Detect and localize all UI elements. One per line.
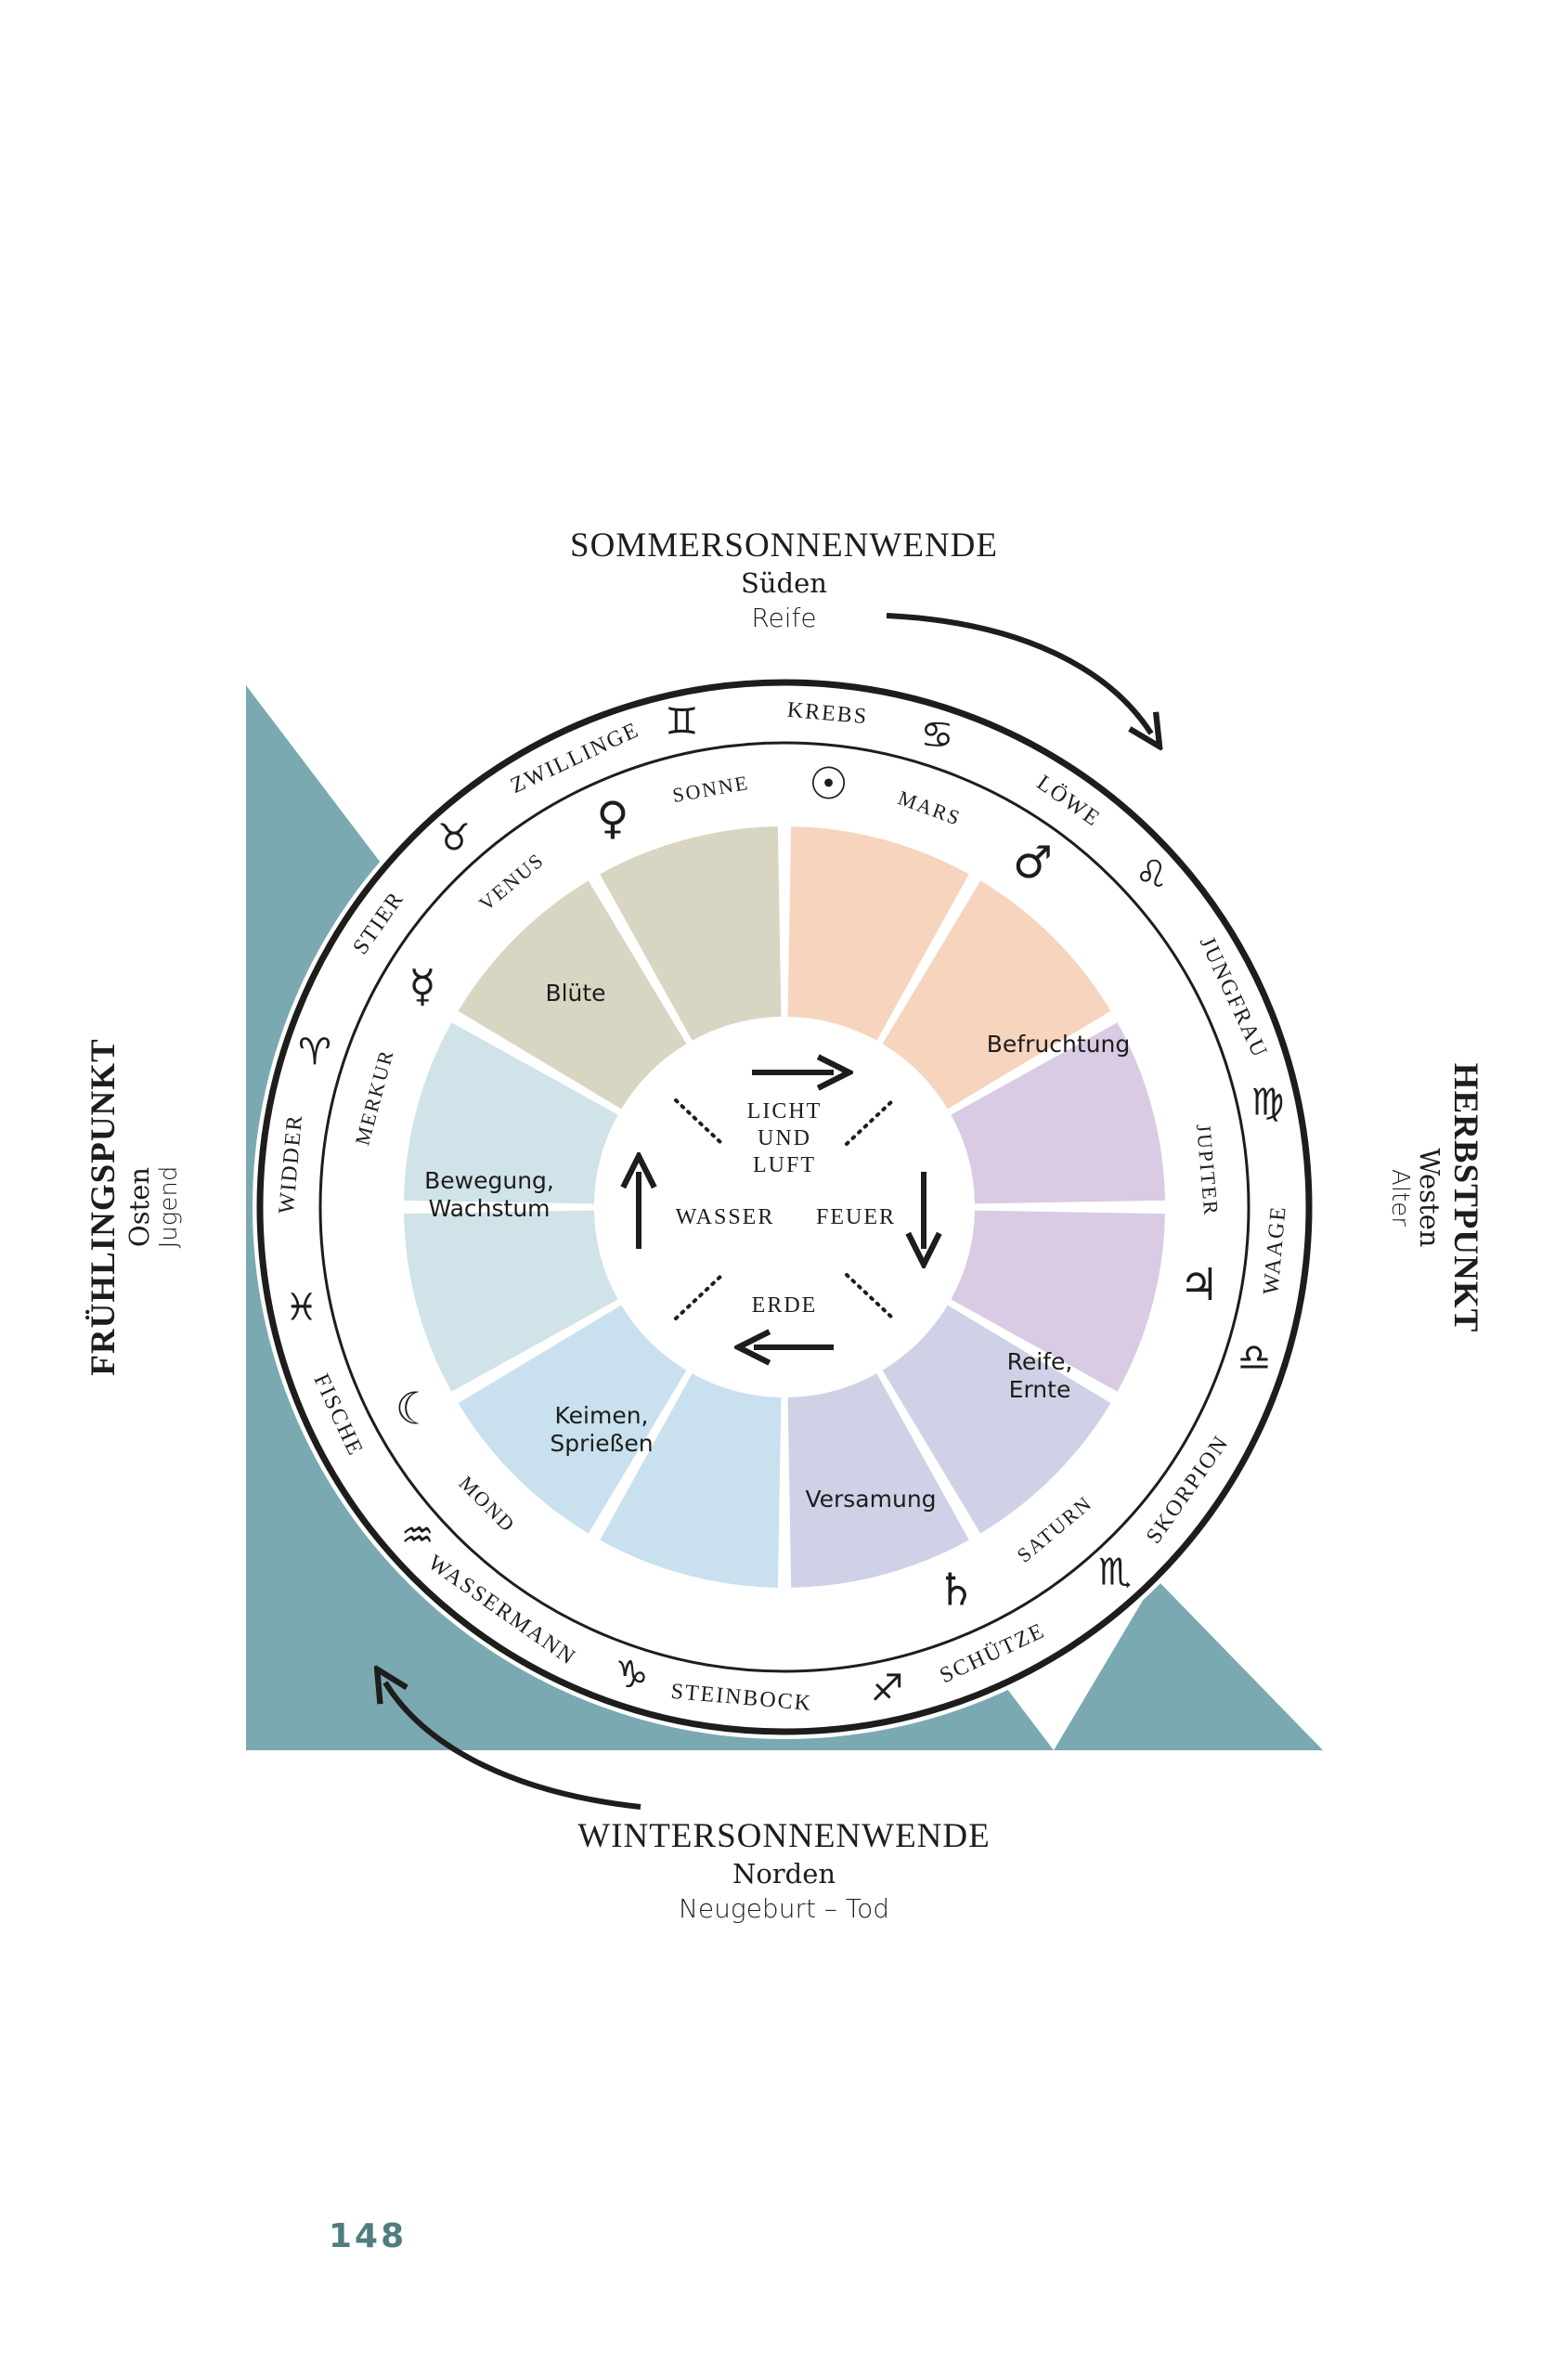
zodiac-symbol-icon: ♑ <box>616 1654 649 1696</box>
summer-curved-arrow-icon <box>886 613 1151 734</box>
outer-ring <box>256 679 1313 1735</box>
zodiac-symbol-icon: ♏ <box>1098 1551 1132 1593</box>
element-line: UND <box>758 1126 811 1150</box>
zodiac-symbol-icon: ♊ <box>665 701 698 744</box>
phase-label-line: Keimen, <box>554 1402 648 1429</box>
middle-ring <box>318 741 1251 1673</box>
wheel-segment <box>787 1373 969 1588</box>
phase-label-line: Befruchtung <box>987 1031 1130 1058</box>
wheel-segment <box>787 826 969 1041</box>
summer-solstice-heading: SOMMERSONNENWENDE Süden Reife <box>0 526 1568 633</box>
wheel-segment <box>600 826 782 1041</box>
dotted-divider <box>674 1273 724 1320</box>
phase-label: Blüte <box>545 980 605 1007</box>
wheel-segment <box>882 1305 1111 1534</box>
teal-triangle-right <box>1054 1578 1323 1750</box>
planet-symbol-icon: ☿ <box>408 961 435 1013</box>
phase-label-line: Wachstum <box>428 1195 550 1222</box>
planet-symbol-icon: ♀ <box>596 792 628 844</box>
winter-solstice-phase: Neugeburt – Tod <box>678 1893 889 1924</box>
planet-symbol-icon: ♄ <box>937 1565 977 1617</box>
wheel-segment <box>458 1305 687 1534</box>
wheel-segment <box>600 1373 782 1588</box>
center-disc <box>599 1021 970 1393</box>
phase-label-line: Bewegung, <box>424 1167 554 1194</box>
summer-solstice-direction: Süden <box>741 567 827 599</box>
zodiac-symbol-icon: ♈ <box>298 1032 331 1074</box>
zodiac-symbol-icon: ♐ <box>871 1667 904 1709</box>
phase-label: Befruchtung <box>987 1031 1130 1058</box>
wheel-segment <box>882 880 1111 1110</box>
zodiac-symbol-icon: ♌ <box>1134 853 1168 896</box>
element-line: LUFT <box>753 1153 816 1177</box>
phase-label: Bewegung,Wachstum <box>424 1167 554 1222</box>
zodiac-symbol-icon: ♋ <box>920 714 953 757</box>
element-water: WASSER <box>676 1205 775 1229</box>
phase-label: Reife,Ernte <box>1007 1348 1073 1403</box>
element-line: LICHT <box>747 1099 823 1124</box>
summer-solstice-phase: Reife <box>751 603 817 633</box>
zodiac-symbol-icon: ♓ <box>285 1287 318 1330</box>
dotted-divider <box>845 1273 895 1320</box>
planet-symbol-icon: ♂ <box>1013 837 1053 889</box>
phase-label-line: Ernte <box>1009 1376 1071 1403</box>
zodiac-symbol-icon: ♎ <box>1238 1336 1271 1379</box>
phase-label-line: Blüte <box>545 980 605 1007</box>
planet-symbol-icon: ☾ <box>395 1383 435 1435</box>
zodiac-symbol-icon: ♉ <box>437 817 471 860</box>
phase-label-line: Reife, <box>1007 1348 1073 1375</box>
wheel-segment <box>951 1210 1165 1392</box>
winter-curved-arrow-icon <box>385 1682 641 1810</box>
phase-label: Versamung <box>805 1486 936 1513</box>
dotted-divider <box>674 1098 724 1146</box>
summer-solstice-title: SOMMERSONNENWENDE <box>570 526 998 565</box>
zodiac-symbol-icon: ♍ <box>1251 1081 1284 1124</box>
phase-label-line: Sprießen <box>550 1430 653 1457</box>
winter-solstice-title: WINTERSONNENWENDE <box>577 1817 991 1855</box>
planet-symbol-icon: ♃ <box>1179 1259 1219 1311</box>
page-number: 148 <box>329 2217 408 2255</box>
dotted-divider <box>845 1098 895 1146</box>
wheel-segment <box>458 880 687 1110</box>
wheel-segment <box>404 1022 618 1204</box>
phase-label: Keimen,Sprießen <box>550 1402 653 1457</box>
element-fire: FEUER <box>816 1205 896 1229</box>
element-earth: ERDE <box>752 1293 818 1318</box>
planet-symbol-icon: ☉ <box>809 758 849 810</box>
phase-label-line: Versamung <box>805 1486 936 1513</box>
wheel-segment <box>404 1210 618 1392</box>
wheel-segment <box>951 1022 1165 1204</box>
winter-solstice-direction: Norden <box>732 1858 836 1890</box>
winter-solstice-heading: WINTERSONNENWENDE Norden Neugeburt – Tod <box>0 1816 1568 1924</box>
zodiac-symbol-icon: ♒ <box>401 1514 434 1557</box>
